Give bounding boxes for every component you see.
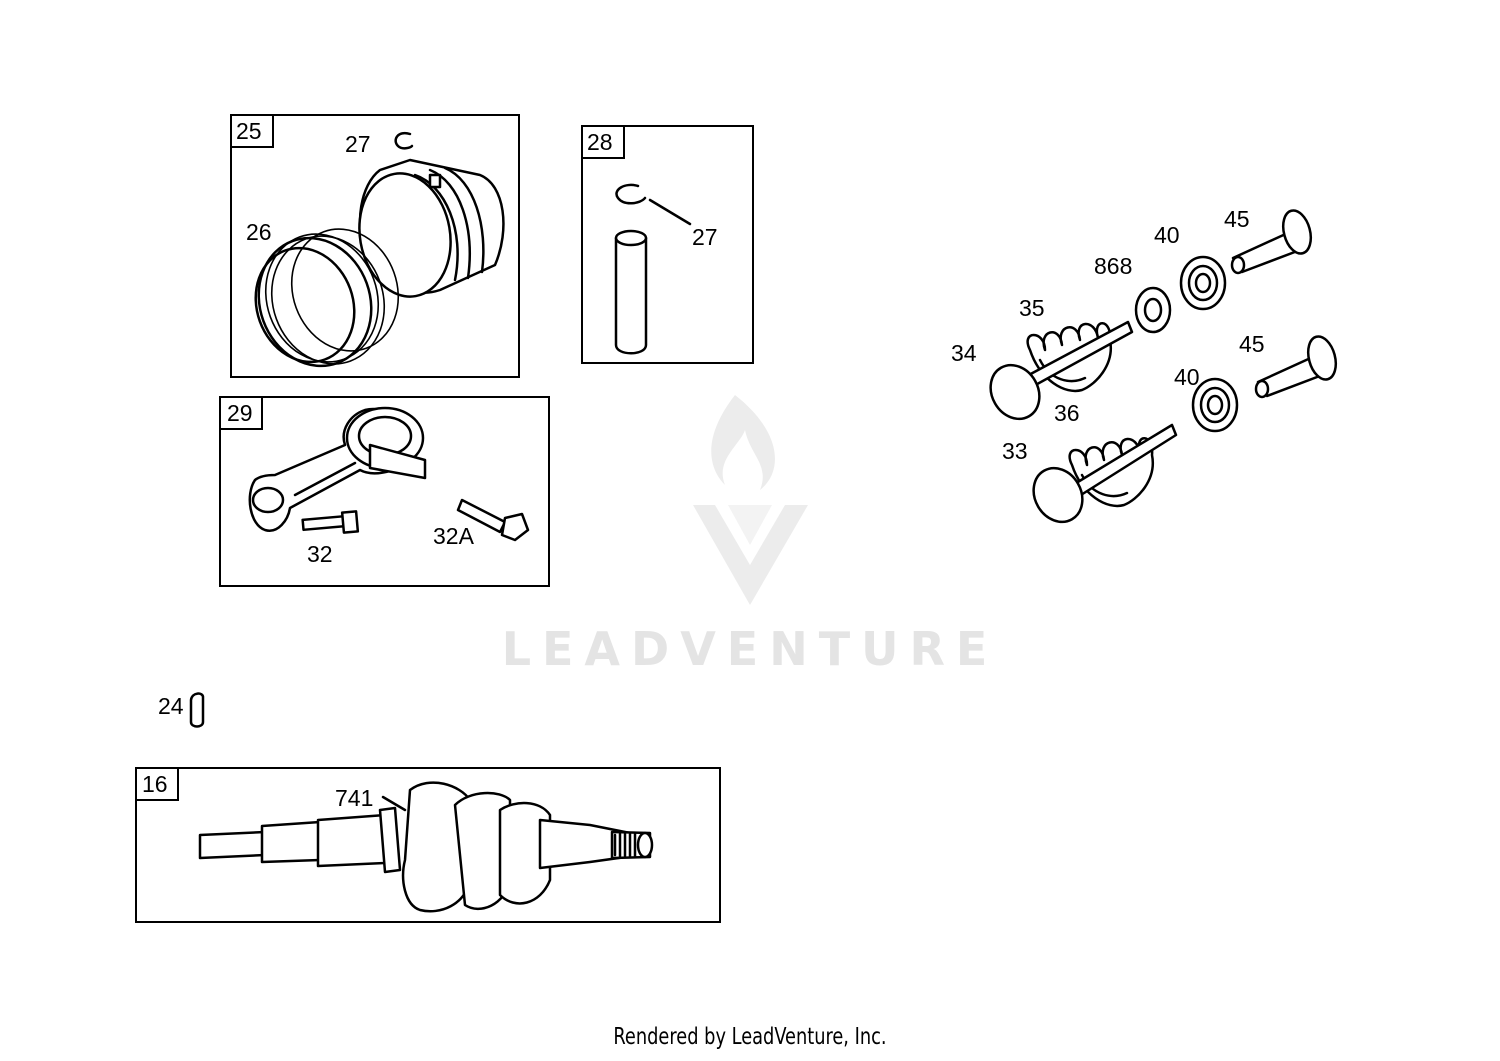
label-27-box28: 27: [692, 224, 718, 250]
box-number-29: 29: [227, 400, 253, 426]
label-34: 34: [951, 340, 977, 366]
valve-seal-icon: [1134, 286, 1172, 334]
label-32: 32: [307, 541, 333, 567]
box-16[interactable]: 16 741: [135, 767, 721, 923]
intake-valve-icon: [989, 320, 1134, 421]
piston-rings-icon: [254, 228, 400, 368]
label-40-upper: 40: [1154, 222, 1180, 248]
label-741: 741: [335, 785, 373, 811]
connecting-rod-bolt-long-icon: [456, 498, 530, 542]
watermark-text: LEADVENTURE: [502, 622, 999, 676]
part-24[interactable]: 24: [158, 692, 205, 728]
label-32a: 32A: [433, 523, 475, 549]
connecting-rod-icon: [248, 406, 427, 532]
exhaust-valve-icon: [1032, 423, 1178, 524]
piston-pin-icon: [614, 229, 648, 355]
box-25[interactable]: 25 27 26: [230, 114, 520, 382]
box-number-28: 28: [587, 129, 613, 155]
crankshaft-key-icon: [189, 692, 205, 728]
watermark-logo-icon: [693, 395, 808, 605]
box-28[interactable]: 28 27: [581, 125, 754, 364]
connecting-rod-bolt-icon: [301, 510, 360, 534]
box-29[interactable]: 29 32 32A: [219, 396, 550, 587]
label-26: 26: [246, 219, 272, 245]
footer-credit: Rendered by LeadVenture, Inc.: [613, 1024, 887, 1050]
label-36: 36: [1054, 400, 1080, 426]
piston-icon: [358, 158, 505, 298]
valve-assembly[interactable]: 45 40 868 35 34 45 40 36 33: [951, 206, 1340, 531]
box-number-25: 25: [236, 118, 262, 144]
valve-retainer-upper-icon: [1179, 255, 1227, 311]
tappet-lower-icon: [1254, 335, 1338, 399]
label-45-upper: 45: [1224, 206, 1250, 232]
crankshaft-icon: [198, 781, 654, 913]
label-35: 35: [1019, 295, 1045, 321]
label-40-lower: 40: [1174, 364, 1200, 390]
label-45-lower: 45: [1239, 331, 1265, 357]
retaining-clip-icon: [615, 183, 647, 205]
box-number-16: 16: [142, 771, 168, 797]
retaining-clip-icon: [394, 131, 414, 150]
valve-retainer-lower-icon: [1191, 377, 1239, 433]
label-27-box25: 27: [345, 131, 371, 157]
label-868: 868: [1094, 253, 1132, 279]
tappet-upper-icon: [1230, 209, 1313, 275]
label-24: 24: [158, 693, 184, 719]
valve-spring-upper-icon: [1026, 322, 1113, 393]
label-33: 33: [1002, 438, 1028, 464]
